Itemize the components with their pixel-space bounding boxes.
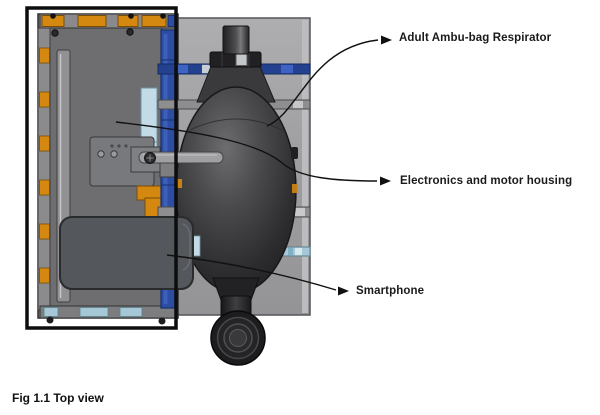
foot-screw xyxy=(46,316,54,324)
patient-valve-nozzle xyxy=(222,25,250,55)
base-plate-edge-highlight xyxy=(302,20,308,313)
actuator-arm xyxy=(130,146,224,173)
bracket-pin xyxy=(117,144,121,148)
bag-edge-orange-mark xyxy=(292,184,298,193)
top-cap-orange-segment xyxy=(77,15,107,27)
orange-tab xyxy=(39,179,50,196)
top-cap-blue-segment xyxy=(167,15,176,27)
bottom-rail-blue-segment xyxy=(43,307,59,317)
bracket-hole xyxy=(110,150,118,158)
bracket-hole xyxy=(97,150,105,158)
light-blue-rail-segment xyxy=(295,247,302,256)
gray-rail-highlight xyxy=(293,100,303,109)
outlet-valve-wheel xyxy=(210,310,266,366)
bracket-pin xyxy=(124,144,128,148)
leader-smartphone xyxy=(166,254,337,291)
arrow-icon xyxy=(338,286,349,296)
top-cap-orange-segment xyxy=(117,15,139,27)
light-blue-rail-segment xyxy=(288,247,293,256)
phone-body xyxy=(59,216,194,290)
screw xyxy=(50,13,56,19)
leader-electronics xyxy=(115,121,378,182)
orange-tab xyxy=(39,223,50,240)
leader-ambu-bag xyxy=(266,39,379,127)
bottom-rail-blue-segment xyxy=(79,307,109,317)
bag-seam-line xyxy=(189,118,283,131)
blue-cross-rail-gap xyxy=(202,64,211,74)
top-cap-orange-segment xyxy=(141,15,167,27)
housing-bottom-rail xyxy=(39,305,177,325)
orange-tab xyxy=(39,91,50,108)
screw xyxy=(51,29,59,37)
bag-edge-orange-mark xyxy=(177,179,182,188)
blue-cross-rail-segment xyxy=(178,64,188,74)
smartphone-device xyxy=(59,216,201,290)
label-smartphone: Smartphone xyxy=(356,285,425,297)
screw xyxy=(126,28,134,36)
foot-screw xyxy=(158,317,166,325)
housing-top-cap xyxy=(39,13,177,37)
label-ambu-bag: Adult Ambu-bag Respirator xyxy=(399,32,552,44)
arrow-icon xyxy=(381,35,392,45)
bottom-rail-blue-segment xyxy=(119,307,143,317)
wheel-hub xyxy=(229,329,247,347)
bracket-pin xyxy=(110,144,114,148)
nut-facet-highlight xyxy=(235,53,248,66)
phone-edge-rim xyxy=(182,223,191,271)
arrow-icon xyxy=(380,176,391,186)
orange-tab xyxy=(39,135,50,152)
screw xyxy=(128,13,134,19)
housing-left-rail xyxy=(37,27,51,311)
gray-rail-highlight xyxy=(295,207,305,217)
orange-tab xyxy=(39,267,50,284)
ambu-bag-assembly xyxy=(175,25,298,366)
highlight-outline-box xyxy=(25,6,178,330)
bag-edge-knob xyxy=(291,147,298,159)
screw xyxy=(160,13,166,19)
rail-slider-block xyxy=(159,162,176,178)
label-electronics: Electronics and motor housing xyxy=(400,175,573,187)
annotation-leaders xyxy=(115,35,392,296)
figure-caption: Fig 1.1 Top view xyxy=(12,391,104,405)
orange-tab xyxy=(39,47,50,64)
blue-cross-rail-segment xyxy=(281,64,293,74)
